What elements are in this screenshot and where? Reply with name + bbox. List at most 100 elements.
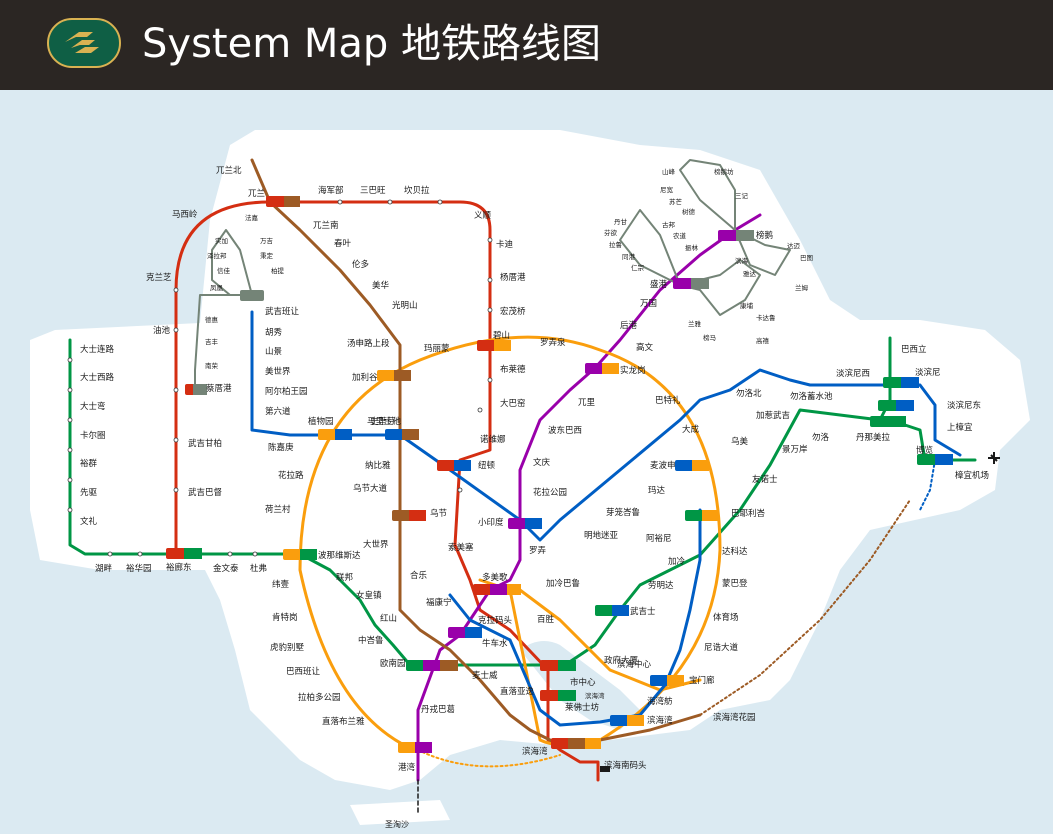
- station-label[interactable]: 港湾: [398, 762, 416, 773]
- station-label[interactable]: 兀兰北: [216, 165, 242, 176]
- station-label[interactable]: 淡滨尼: [915, 367, 941, 378]
- station-label[interactable]: 卡达鲁: [756, 313, 776, 322]
- station-label[interactable]: 卡迪: [496, 239, 514, 250]
- station-label[interactable]: 信佳: [217, 266, 231, 275]
- station-label[interactable]: 拉柏多公园: [298, 692, 341, 703]
- sengkang-lrt[interactable]: [619, 209, 761, 316]
- station-label[interactable]: 勿洛北: [736, 388, 762, 399]
- station-label[interactable]: 苏芒: [669, 197, 683, 206]
- station-label[interactable]: 丹戎巴葛: [421, 704, 455, 715]
- station-label[interactable]: 海湾舫: [647, 696, 673, 707]
- station-label[interactable]: 武吉巴督: [188, 487, 223, 498]
- station-label[interactable]: 杨厝港: [500, 272, 526, 283]
- station-label[interactable]: 汤申路上段: [347, 338, 390, 349]
- station-label[interactable]: 阿裕尼: [646, 533, 672, 544]
- station-label[interactable]: 兀兰南: [313, 220, 339, 231]
- station-label[interactable]: 美世界: [265, 366, 291, 377]
- station-label[interactable]: 芬欲: [604, 228, 618, 237]
- station-label[interactable]: 巴西班让: [286, 666, 321, 677]
- station-label[interactable]: 滨海湾: [647, 715, 673, 726]
- station-label[interactable]: 诺维娜: [480, 434, 506, 445]
- station-label[interactable]: 胡秀: [265, 327, 283, 338]
- station-label[interactable]: 文庆: [533, 457, 551, 468]
- station-label[interactable]: 乌美: [731, 436, 749, 447]
- station-label[interactable]: 三巴旺: [360, 186, 386, 196]
- station-label[interactable]: 芽笼峇鲁: [606, 507, 640, 518]
- station-label[interactable]: 丹甘: [614, 217, 628, 226]
- station-label[interactable]: 先驱: [80, 487, 98, 498]
- station-label[interactable]: 小印度: [478, 517, 504, 528]
- station-label[interactable]: 碧山: [493, 330, 510, 341]
- station-label[interactable]: 马里士他: [367, 416, 402, 427]
- station-label[interactable]: 植物园: [308, 416, 334, 427]
- station-label[interactable]: 坎贝拉: [404, 185, 430, 196]
- station-label[interactable]: 金文泰: [213, 563, 239, 574]
- station-label[interactable]: 市中心: [570, 677, 596, 688]
- station-label[interactable]: 兰雅: [688, 319, 702, 328]
- station-label[interactable]: 宏茂桥: [500, 306, 526, 317]
- station-label[interactable]: 裕群: [80, 458, 98, 469]
- station-label[interactable]: 山景: [265, 346, 282, 357]
- station-label[interactable]: 勿洛蓄水池: [790, 391, 833, 402]
- station-label[interactable]: 高禧: [756, 336, 770, 345]
- station-label[interactable]: 农道: [673, 231, 687, 240]
- station-label[interactable]: 百胜: [537, 614, 555, 625]
- station-label[interactable]: 雅达: [743, 269, 757, 278]
- station-label[interactable]: 凤凰: [210, 284, 224, 292]
- station-label[interactable]: 武吉士: [630, 606, 656, 617]
- station-label[interactable]: 泽拉邦: [207, 251, 227, 260]
- station-label[interactable]: 加冷巴鲁: [546, 578, 580, 589]
- station-label[interactable]: 蒙巴登: [722, 578, 748, 589]
- station-label[interactable]: 丹那美拉: [856, 432, 891, 443]
- station-label[interactable]: 大士西路: [80, 372, 115, 383]
- station-label[interactable]: 光明山: [392, 300, 418, 311]
- station-label[interactable]: 纬壹: [272, 579, 290, 590]
- sentosa-label[interactable]: 圣淘沙: [385, 819, 409, 829]
- station-label[interactable]: 罗弄泉: [540, 337, 566, 348]
- station-label[interactable]: 麦波申: [650, 460, 676, 471]
- station-label[interactable]: 榜鹅坊: [714, 167, 734, 176]
- station-label[interactable]: 义顺: [474, 211, 492, 221]
- station-label[interactable]: 美华: [372, 280, 390, 291]
- station-label[interactable]: 滨海中心: [617, 659, 652, 670]
- station-label[interactable]: 盛港: [650, 279, 668, 290]
- station-label[interactable]: 友诺士: [752, 474, 778, 485]
- station-label[interactable]: 拉鲁: [609, 240, 622, 249]
- bukit-panjang-lrt[interactable]: [194, 229, 253, 393]
- station-label[interactable]: 红山: [380, 613, 397, 624]
- station-label[interactable]: 多美歌: [482, 572, 508, 583]
- station-label[interactable]: 实龙岗: [620, 365, 646, 376]
- station-label[interactable]: 博览: [916, 445, 933, 456]
- station-label[interactable]: 合乐: [410, 570, 428, 581]
- station-label[interactable]: 牛车水: [482, 638, 508, 649]
- station-label[interactable]: 裕华园: [126, 563, 152, 574]
- station-label[interactable]: 滨海: [735, 256, 749, 265]
- station-label[interactable]: 直落亚逸: [500, 686, 535, 697]
- station-label[interactable]: 宝门廊: [689, 675, 715, 686]
- station-label[interactable]: 文礼: [80, 516, 98, 527]
- station-label[interactable]: 纽顿: [478, 460, 496, 471]
- station-label[interactable]: 巴特礼: [655, 395, 681, 406]
- station-label[interactable]: 樟宜机场: [955, 470, 989, 481]
- station-label[interactable]: 滨海湾: [522, 746, 548, 757]
- station-label[interactable]: 莱佛士坊: [565, 702, 600, 713]
- station-label[interactable]: 秉定: [260, 251, 274, 260]
- station-label[interactable]: 海军部: [318, 185, 344, 196]
- station-label[interactable]: 布莱德: [500, 364, 526, 375]
- station-label[interactable]: 大士弯: [80, 401, 106, 412]
- station-label[interactable]: 达迈: [787, 241, 801, 250]
- station-label[interactable]: 榜马: [703, 333, 716, 342]
- station-label[interactable]: 裕廊东: [166, 562, 192, 573]
- station-label[interactable]: 南荣: [205, 361, 219, 370]
- station-label[interactable]: 阿尔柏王园: [265, 386, 308, 397]
- station-label[interactable]: 兰姆: [795, 283, 809, 292]
- station-label[interactable]: 巴西立: [901, 344, 927, 355]
- station-label[interactable]: 索美塞: [448, 542, 474, 553]
- mrt-map[interactable]: 兀兰北 兀兰 马西岭 克兰芝 油池 蔡厝港 武吉甘柏 武吉巴督 裕廊东 海军部 …: [0, 90, 1053, 834]
- station-label[interactable]: 大士连路: [80, 344, 115, 355]
- station-label[interactable]: 玛达: [648, 485, 666, 496]
- station-label[interactable]: 荷兰村: [265, 504, 291, 515]
- station-label[interactable]: 德惠: [205, 315, 219, 324]
- station-label[interactable]: 振林: [685, 243, 699, 252]
- station-label[interactable]: 花拉公园: [533, 487, 567, 498]
